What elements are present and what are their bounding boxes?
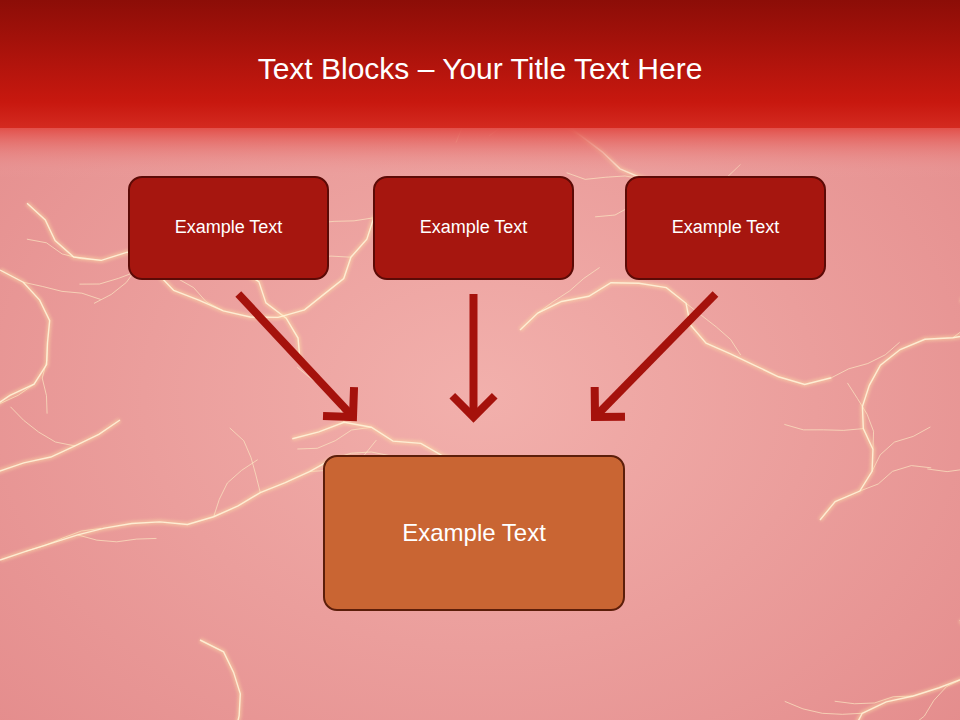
lightning-branch [927,456,960,471]
lightning-branch [785,701,862,714]
lightning-branch [297,427,371,449]
arrow-head [452,396,494,417]
source-box: Example Text [128,176,329,280]
source-box: Example Text [373,176,574,280]
lightning-bolt [729,620,960,720]
lightning-bolt [0,457,360,560]
lightning-branch [872,427,930,471]
arrow-head [595,387,625,417]
lightning-glow [820,297,960,520]
header-band [0,0,960,128]
flow-arrow [595,294,716,417]
box-label: Example Text [420,217,528,239]
source-box: Example Text [625,176,826,280]
flow-arrow [238,294,354,417]
lightning-glow [0,457,360,560]
lightning-glow [0,420,120,537]
lightning-branch [784,424,863,430]
arrow-shaft [470,294,478,413]
result-box: Example Text [323,455,625,611]
lightning-bolt [200,640,407,720]
lightning-bolt [820,297,960,520]
arrow-head [323,387,354,417]
lightning-branch [953,296,960,338]
lightning-bolt [0,420,120,537]
lightning-glow [0,270,50,436]
lightning-glow [200,640,407,720]
flow-arrow [452,294,494,417]
lightning-branch [78,535,157,542]
header-fade [0,128,960,178]
lightning-branch [230,428,261,493]
arrow-shaft [598,294,716,414]
box-label: Example Text [672,217,780,239]
arrow-shaft [238,294,350,414]
lightning-bolt [0,270,50,436]
lightning-branch [10,407,75,446]
lightning-texture [0,56,960,720]
box-label: Example Text [402,519,546,548]
slide-title: Text Blocks – Your Title Text Here [0,52,960,86]
box-label: Example Text [175,217,283,239]
lightning-glow [729,620,960,720]
